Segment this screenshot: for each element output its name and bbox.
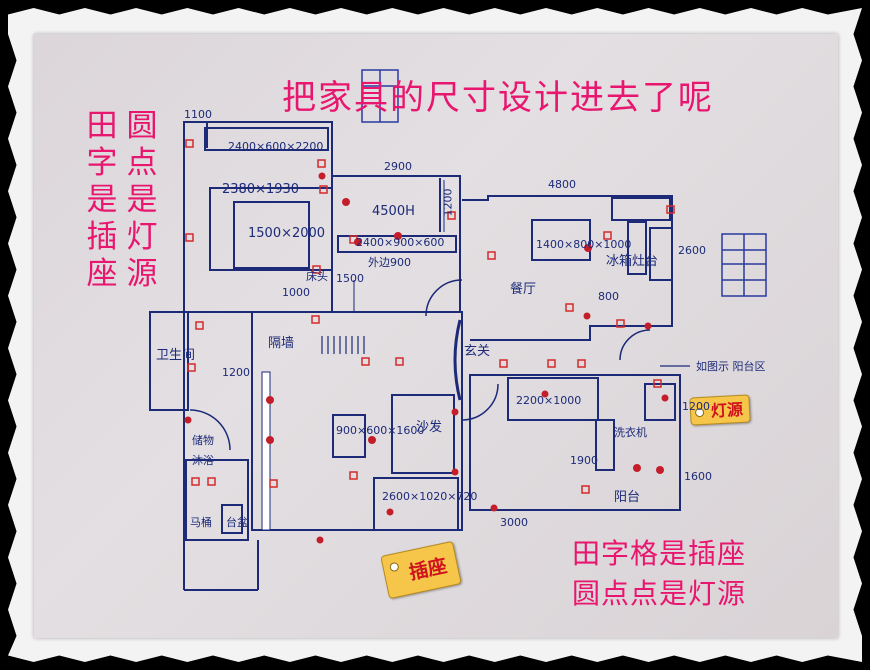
label-dim-1900: 1900 [570, 454, 598, 467]
label-closet: 储物 [192, 434, 214, 447]
label-mid-dim: 1000 [282, 286, 310, 299]
label-dim-3000: 3000 [500, 516, 528, 529]
note-char: 字 [86, 145, 118, 181]
legend-line-1: 田字格是插座 [572, 537, 747, 570]
coffee-table-outline [332, 414, 366, 458]
label-kitchen-dim2: 2600 [678, 244, 706, 257]
note-char: 点 [126, 145, 158, 181]
label-dining: 餐厅 [510, 282, 537, 297]
note-char: 圆 [126, 108, 158, 144]
label-wall: 隔墙 [268, 336, 295, 351]
label-wardrobe-size: 2400×600×2200 [228, 140, 324, 153]
light-source-tag-label: 灯源 [710, 399, 744, 421]
label-balcony: 阳台 [614, 490, 641, 505]
label-coffee-table: 900×600×1600 [336, 424, 425, 437]
sofa-outline [391, 394, 455, 474]
light-markers [184, 172, 669, 544]
note-char: 插 [86, 219, 118, 255]
label-mid-dim2: 1200 [222, 366, 250, 379]
label-r2-dim: 2900 [384, 160, 412, 173]
left-note-column-1: 田 字 是 插 座 [84, 108, 120, 293]
label-counter: 1400×800×1000 [536, 238, 632, 251]
note-char: 田 [86, 108, 118, 144]
paper-sheet [34, 34, 838, 638]
label-r2-h: 1200 [441, 188, 455, 217]
label-bath: 卫生间 [156, 348, 196, 363]
label-bed1-size: 2380×1930 [222, 182, 300, 197]
note-char: 源 [126, 256, 158, 292]
label-laundry: 洗衣机 [614, 426, 647, 439]
label-r2-bed: 2400×900×600 [356, 236, 445, 249]
label-basin: 台盆 [226, 516, 248, 529]
note-char: 是 [86, 182, 118, 218]
bathroom-walls [185, 459, 249, 541]
title-text: 把家具的尺寸设计进去了呢 [282, 78, 714, 118]
note-char: 是 [126, 182, 158, 218]
counter-outline [531, 219, 591, 261]
note-char: 座 [86, 256, 118, 292]
label-bath-fix: 沐浴 [192, 454, 214, 467]
legend-line-2: 圆点点是灯源 [572, 577, 747, 610]
label-kitchen-dim3: 800 [598, 290, 619, 303]
label-sofa-size: 2600×1020×720 [382, 490, 478, 503]
left-note-column-2: 圆 点 是 灯 源 [124, 108, 160, 293]
wardrobe-outline [204, 127, 329, 151]
label-dim-1600: 1600 [684, 470, 712, 483]
label-wc: 马桶 [190, 516, 212, 529]
label-r2-ext: 外边900 [368, 256, 411, 269]
label-entry: 玄关 [464, 344, 491, 359]
tv-cabinet-outline [507, 377, 599, 421]
mattress1-outline [233, 201, 310, 269]
label-tv-size: 2200×1000 [516, 394, 582, 407]
socket-tag-label: 插座 [407, 554, 449, 585]
label-kitchen-dim: 4800 [548, 178, 576, 191]
label-sofa: 沙发 [416, 420, 443, 435]
label-note-right: 如图示 阳台区 [696, 360, 766, 373]
note-char: 灯 [126, 219, 158, 255]
label-fridge: 冰箱 [606, 254, 633, 269]
entry-walls [149, 311, 189, 411]
label-top-dim: 1100 [184, 108, 212, 121]
dining-walls [469, 374, 681, 511]
label-dim-1200: 1200 [682, 400, 710, 413]
living-walls [251, 311, 463, 531]
label-r2-dim3: 1500 [336, 272, 364, 285]
socket-markers [185, 139, 675, 494]
label-mattress1: 1500×2000 [248, 226, 326, 241]
sofa2-outline [373, 477, 459, 531]
label-r2-dim2: 4500H [372, 204, 415, 219]
label-bed-side: 床头 [306, 270, 328, 283]
label-stove: 灶台 [632, 254, 659, 269]
